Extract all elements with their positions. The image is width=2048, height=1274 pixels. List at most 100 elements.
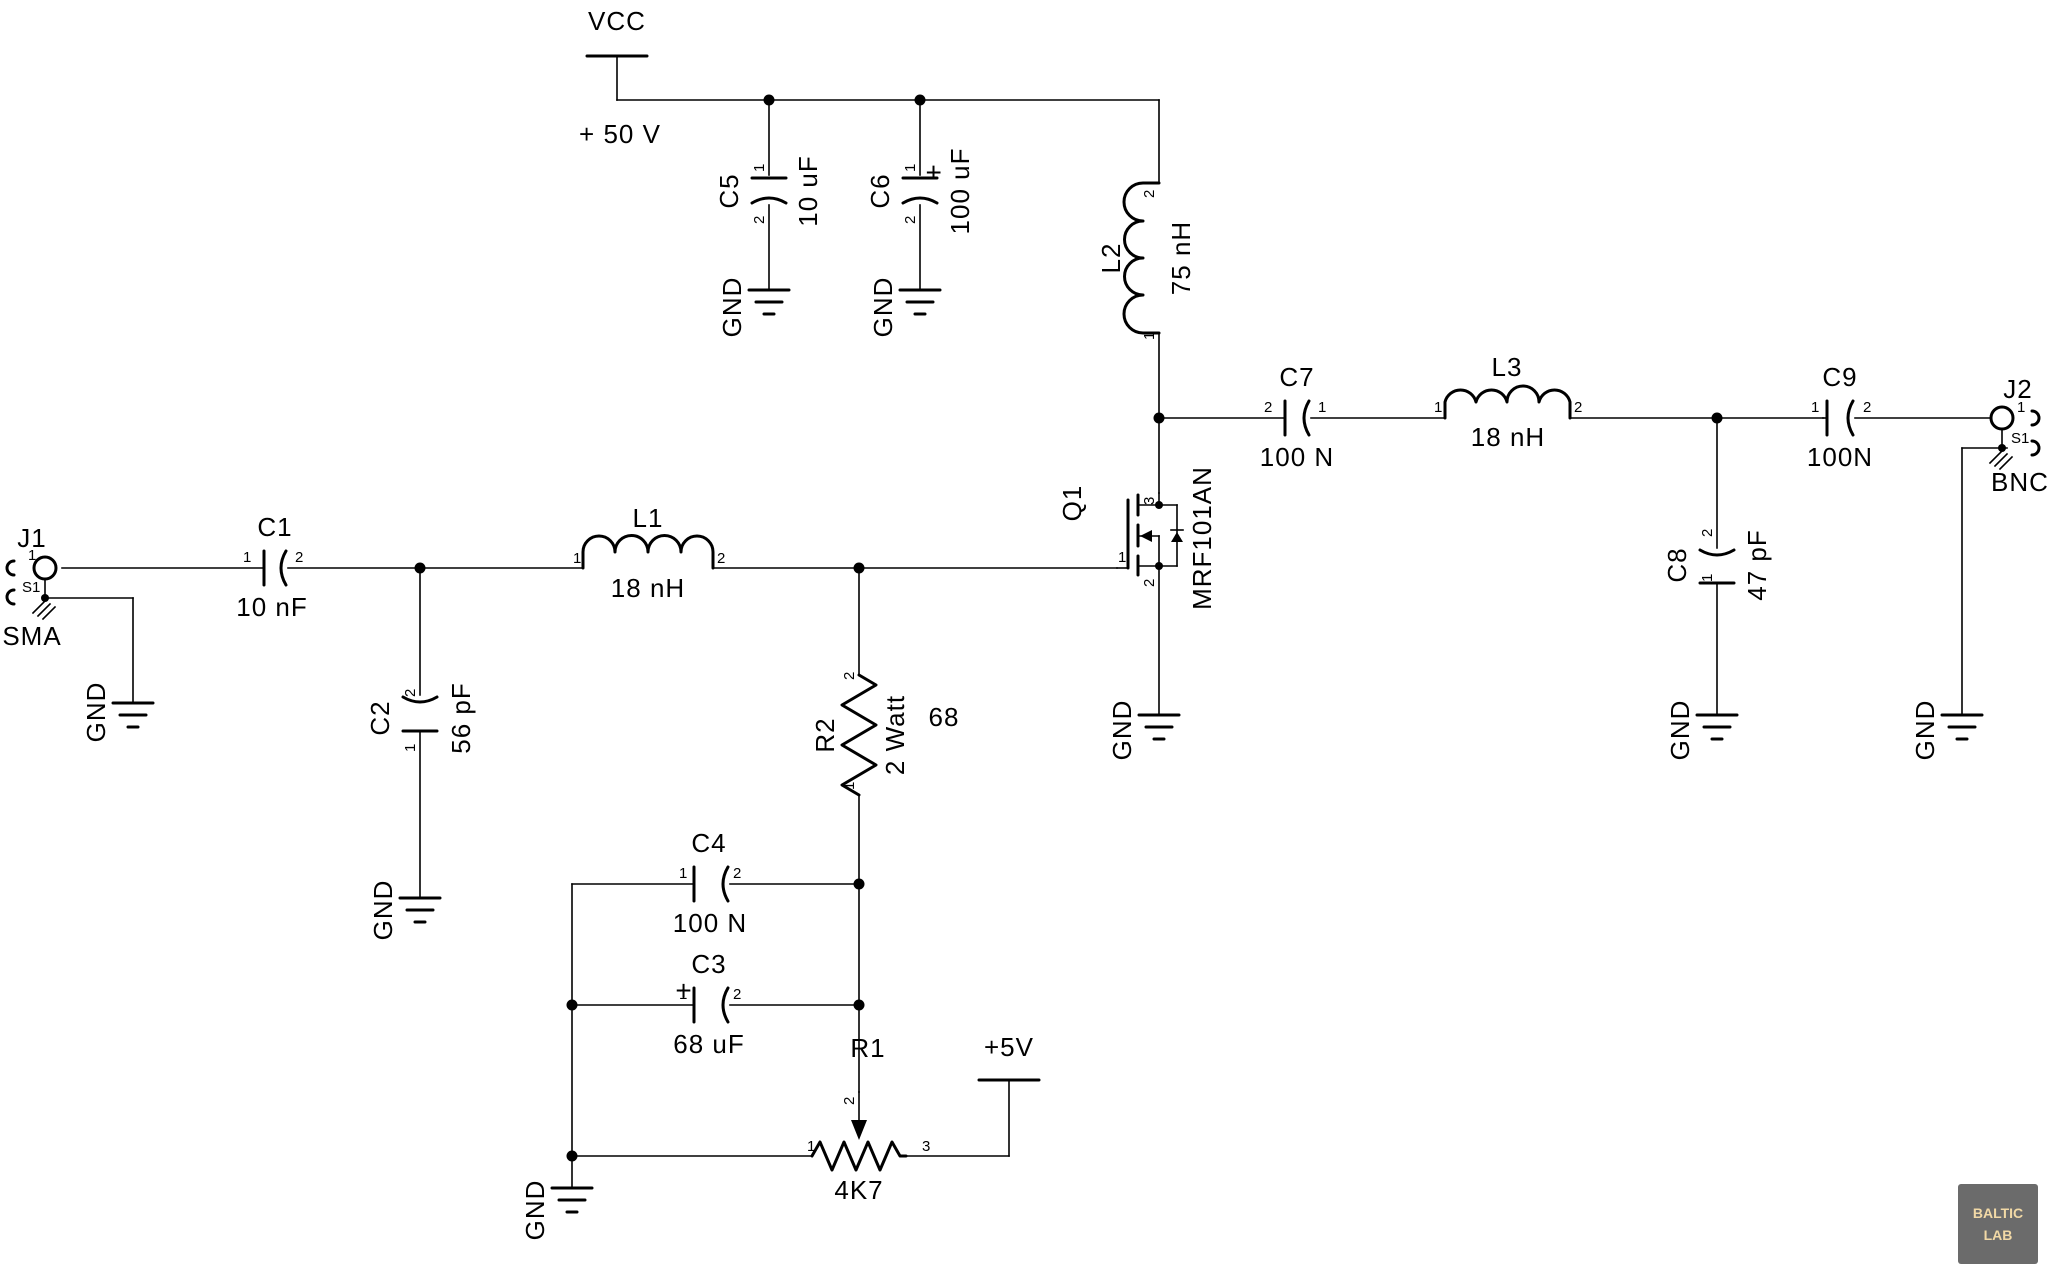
vcc-label: VCC [588,6,646,36]
gnd-label: GND [868,277,898,338]
junction-dots [414,94,1723,1162]
pin-1: 1 [1141,332,1158,340]
polarity-plus: + [675,975,692,1006]
pin-2: 2 [1699,529,1716,537]
l3-ref: L3 [1492,352,1523,382]
l2-value: 75 nH [1166,221,1196,295]
r2-value: 68 [929,702,960,732]
shield-pin: S1 [2011,430,2029,447]
r1-ref: R1 [850,1033,885,1063]
capacitor-c4: C4 100 N 1 2 [673,828,746,938]
capacitor-c6: + C6 100 uF 1 2 [865,148,975,235]
pin-1: 1 [807,1138,815,1155]
pin-2: 2 [1574,399,1582,416]
q1-ref: Q1 [1057,485,1087,522]
c6-ref: C6 [865,173,895,208]
pin-1: 1 [573,550,581,567]
pin-1: 1 [679,986,687,1003]
gnd-label: GND [81,682,111,743]
c1-value: 10 nF [236,592,308,622]
j2-type: BNC [1991,467,2048,497]
pin-1: 1 [1434,399,1442,416]
ground-icon [1137,713,1181,741]
baltic-lab-logo: BALTIC LAB [1958,1184,2038,1264]
pin-2: 2 [902,216,919,224]
vcc-symbol: VCC + 50 V [579,6,661,149]
l1-value: 18 nH [611,573,685,603]
ground-symbols: GND GND GND GND GND [81,277,1984,1241]
c2-value: 56 pF [446,682,476,754]
c4-ref: C4 [691,828,726,858]
ground-icon [1940,713,1984,741]
l1-ref: L1 [633,503,664,533]
resistor-r2: R2 2 Watt 68 1 2 [810,672,960,797]
r1-value: 4K7 [834,1175,883,1205]
capacitor-c7: C7 100 N 1 2 [1260,362,1334,472]
ground-icon [550,1186,594,1214]
pin-1: 1 [243,549,251,566]
pin-1: 1 [902,164,919,172]
pin-1: 1 [751,164,768,172]
ground-icon [747,288,791,316]
capacitor-c8: C8 47 pF 1 2 [1662,529,1772,601]
l2-ref: L2 [1096,243,1126,274]
ground-icon [898,288,942,316]
pin-1: 1 [1318,399,1326,416]
potentiometer-r1: R1 4K7 1 2 3 [807,1033,930,1205]
c7-value: 100 N [1260,442,1334,472]
c8-ref: C8 [1662,547,1692,582]
inductor-l2: L2 75 nH 1 2 [1096,181,1196,340]
gnd-label: GND [1107,700,1137,761]
pin-1: 1 [1118,549,1126,566]
gnd-label: GND [1910,700,1940,761]
c8-value: 47 pF [1742,529,1772,601]
c5-value: 10 uF [793,155,823,227]
gnd-label: GND [368,880,398,941]
c3-ref: C3 [691,949,726,979]
c7-ref: C7 [1279,362,1314,392]
pin-2: 2 [733,986,741,1003]
pin-2: 2 [841,672,858,680]
ground-icon [398,896,442,924]
pin-2: 2 [751,216,768,224]
pin-1: 1 [679,865,687,882]
c5-ref: C5 [714,173,744,208]
pin-2: 2 [841,1097,858,1105]
inductor-l3: L3 18 nH 1 2 [1434,352,1582,452]
pin-1: 1 [841,782,858,790]
j2-bnc-connector: J2 1 S1 BNC [1988,374,2048,497]
pin-3: 3 [1141,497,1158,505]
j2-ref: J2 [2003,374,2032,404]
wires [44,57,2008,1189]
pin-1: 1 [1811,399,1819,416]
pin-2: 2 [1141,190,1158,198]
gnd-label: GND [520,1180,550,1241]
pin-2: 2 [402,689,419,697]
capacitor-c1: C1 10 nF 1 2 [236,512,308,622]
gnd-label: GND [1665,700,1695,761]
p5v-symbol: +5V [977,1032,1041,1082]
l3-value: 18 nH [1471,422,1545,452]
capacitor-c5: C5 10 uF 1 2 [714,155,823,227]
c2-ref: C2 [365,700,395,735]
capacitor-c3: C3 68 uF 1 + 2 [673,949,744,1059]
polarity-plus: + [918,163,949,180]
logo-line2: LAB [1984,1227,2013,1243]
pin-1: 1 [28,547,36,564]
shield-pin: S1 [22,579,40,596]
gnd-label: GND [717,277,747,338]
pin-2: 2 [295,549,303,566]
c1-ref: C1 [257,512,292,542]
r2-ref: R2 [810,717,840,752]
pin-1: 1 [1699,574,1716,582]
c9-ref: C9 [1822,362,1857,392]
pin-2: 2 [1264,399,1272,416]
r2-rating: 2 Watt [880,695,910,775]
pin-2: 2 [717,550,725,567]
pin-2: 2 [1863,399,1871,416]
ground-icon [1695,713,1739,741]
q1-part: MRF101AN [1187,466,1217,610]
j1-type: SMA [2,621,61,651]
pin-1: 1 [402,744,419,752]
vcc-voltage: + 50 V [579,119,661,149]
